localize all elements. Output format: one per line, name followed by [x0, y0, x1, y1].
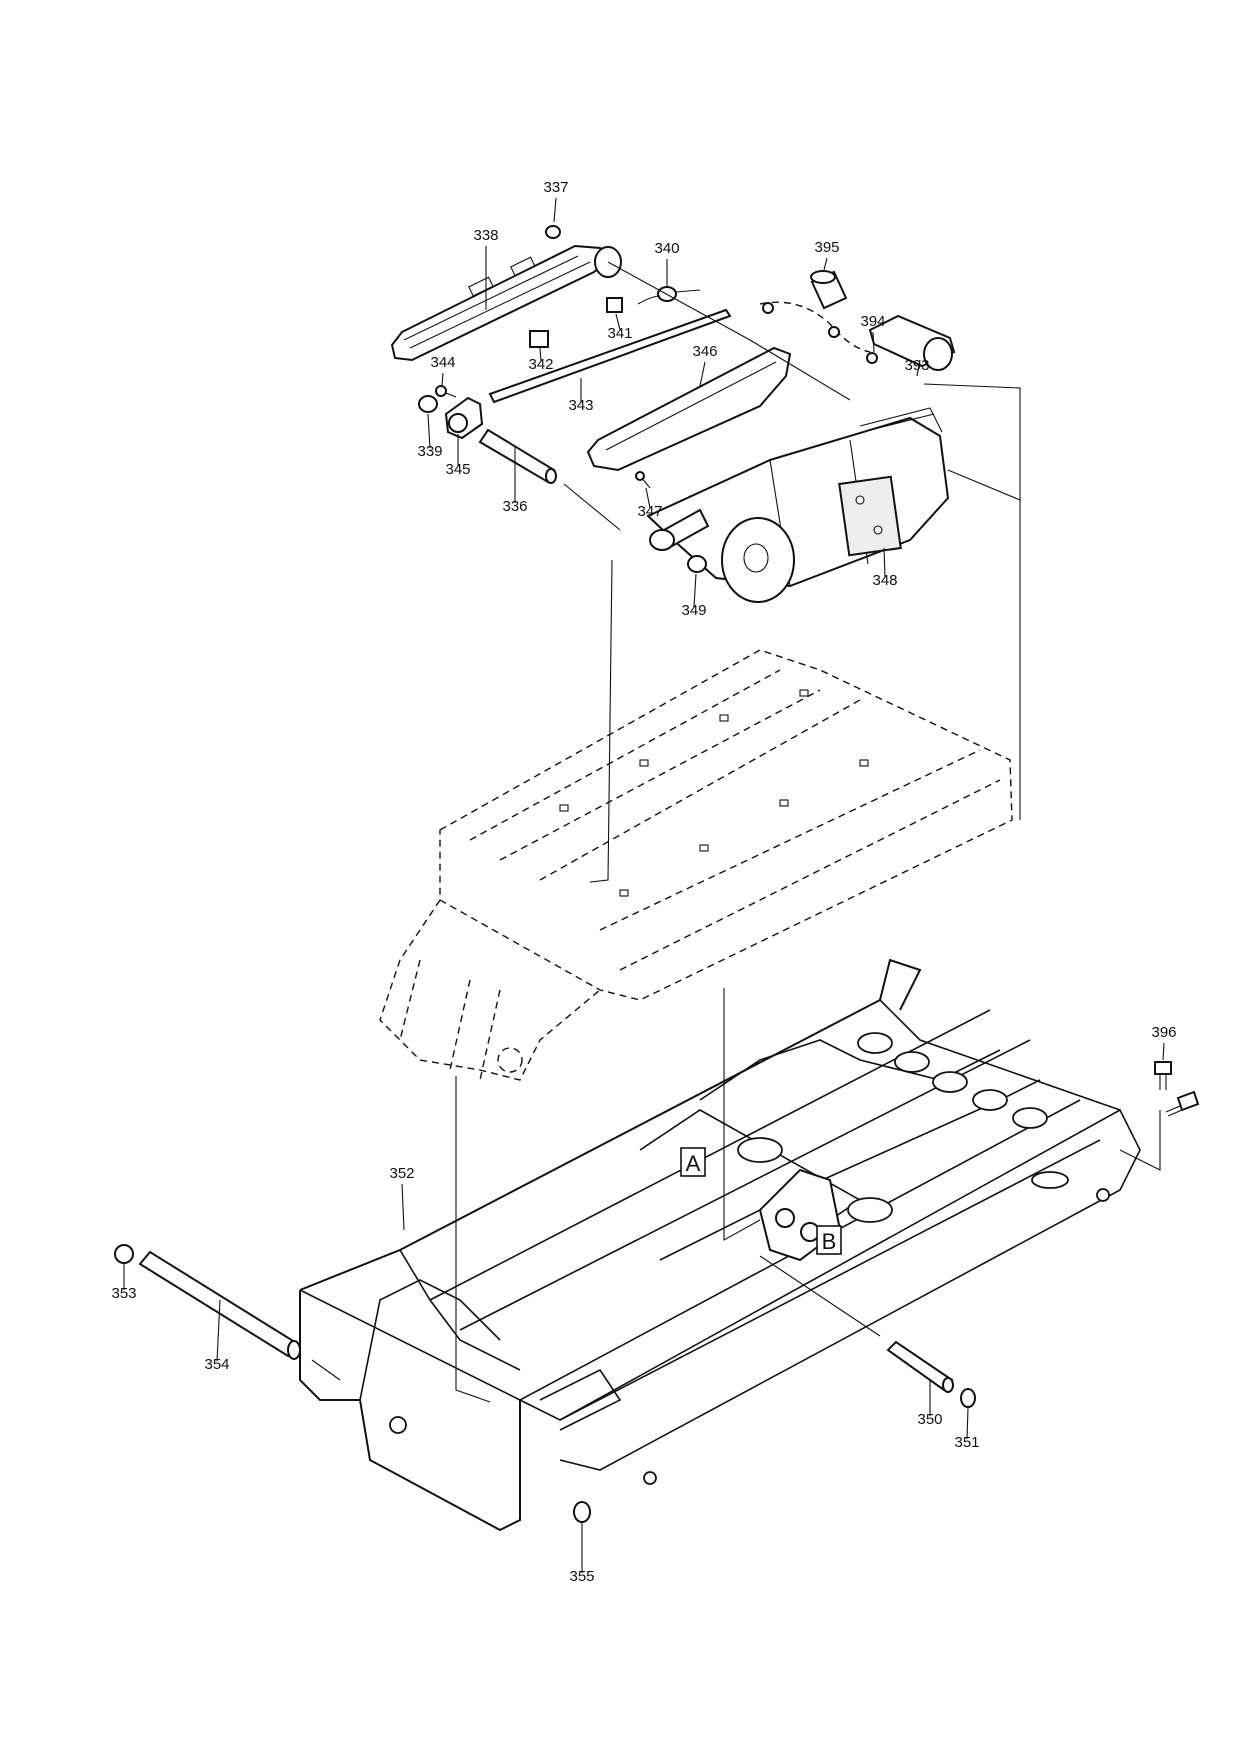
part-344-screw [435, 385, 457, 398]
callout-353: 353 [111, 1285, 136, 1302]
callout-345: 345 [445, 461, 470, 478]
part-345-clevis [444, 396, 484, 440]
callout-348: 348 [872, 572, 897, 589]
part-353-ring [114, 1244, 134, 1264]
part-352-base-frame [299, 958, 1141, 1532]
callout-394: 394 [860, 313, 885, 330]
part-395-bushing [810, 270, 848, 310]
callout-347: 347 [637, 503, 662, 520]
callout-346: 346 [692, 343, 717, 360]
part-355-ring [573, 1501, 591, 1523]
callout-349: 349 [681, 602, 706, 619]
part-336-pin [478, 428, 556, 484]
callout-355: 355 [569, 1568, 594, 1585]
ghost-frame-holes [559, 689, 869, 897]
callout-340: 340 [654, 240, 679, 257]
part-351-ring [960, 1388, 976, 1408]
callout-352: 352 [389, 1165, 414, 1182]
part-394-clamp [759, 301, 878, 364]
part-346-cover [586, 346, 792, 472]
callout-336: 336 [502, 498, 527, 515]
ghost-upper-frame [379, 649, 1013, 1081]
callout-341: 341 [607, 325, 632, 342]
marker-box-B [816, 1225, 842, 1255]
callout-396: 396 [1151, 1024, 1176, 1041]
part-337-ring [545, 225, 561, 239]
part-350-pin [886, 1340, 954, 1393]
part-354-long-pin [138, 1250, 301, 1360]
reference-markers: AB [680, 1147, 842, 1255]
part-349-ring [687, 555, 707, 573]
callout-350: 350 [917, 1411, 942, 1428]
part-342-clip [529, 330, 549, 348]
part-396-bolt [1154, 1061, 1172, 1090]
callout-395: 395 [814, 239, 839, 256]
part-396-bolt-side [1165, 1090, 1200, 1117]
frame-holes [737, 1032, 1069, 1223]
part-338-housing [390, 244, 622, 362]
callout-338: 338 [473, 227, 498, 244]
callout-leaders [123, 197, 1165, 1573]
callout-342: 342 [528, 356, 553, 373]
alignment-lines [311, 261, 1161, 1403]
callout-393: 393 [904, 357, 929, 374]
part-341-clip [606, 297, 623, 313]
callout-354: 354 [204, 1356, 229, 1373]
callout-343: 343 [568, 397, 593, 414]
part-348-actuator [646, 407, 950, 603]
callout-351: 351 [954, 1434, 979, 1451]
marker-B: B [822, 1229, 837, 1254]
part-347-screw [635, 471, 651, 489]
callout-344: 344 [430, 354, 455, 371]
callout-337: 337 [543, 179, 568, 196]
callout-339: 339 [417, 443, 442, 460]
part-343-rod [488, 308, 732, 404]
marker-box-A [680, 1147, 706, 1177]
part-339-ring [418, 395, 438, 413]
marker-A: A [686, 1151, 701, 1176]
